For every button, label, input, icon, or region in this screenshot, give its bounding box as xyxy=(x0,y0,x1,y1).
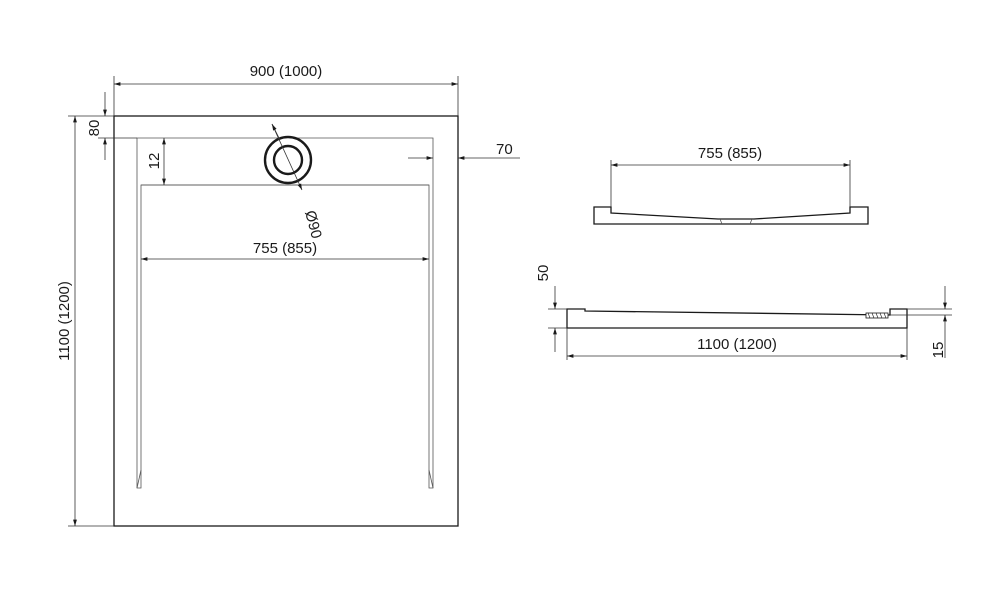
left-height-label: 1100 (1200) xyxy=(56,281,73,361)
section-length-label: 1100 (1200) xyxy=(697,336,777,353)
inner-corner-marks xyxy=(136,469,434,489)
width-section-drain-mark-right xyxy=(749,218,753,225)
inner-width-plan-label: 755 (855) xyxy=(253,240,317,257)
section-bottom-label: 15 xyxy=(930,342,947,359)
tray-inner-basin xyxy=(136,137,434,489)
tray-outer-outline xyxy=(113,115,459,527)
rim-top-label: 80 xyxy=(86,120,103,137)
drain-leader-line-top xyxy=(271,123,281,141)
side-rim-label: 70 xyxy=(496,141,513,158)
rim-inner-label: 12 xyxy=(146,153,163,170)
top-width-label: 900 (1000) xyxy=(250,63,323,80)
length-section-outline xyxy=(566,308,908,329)
drain-leader-line xyxy=(271,123,303,191)
drain-diameter-label: Ø90 xyxy=(301,209,325,241)
length-section-view: 50 1100 (1200) 15 xyxy=(535,265,952,360)
width-section-view: 755 (855) xyxy=(593,145,869,225)
plan-view: Ø90 900 (1000) 1100 (1200) 80 12 755 (85… xyxy=(56,63,520,527)
drain-section-hatching xyxy=(867,312,887,319)
section-height-label: 50 xyxy=(535,265,552,282)
width-section-outline xyxy=(593,206,869,225)
inner-width-section-label: 755 (855) xyxy=(698,145,762,162)
width-section-drain-mark-left xyxy=(719,218,723,225)
